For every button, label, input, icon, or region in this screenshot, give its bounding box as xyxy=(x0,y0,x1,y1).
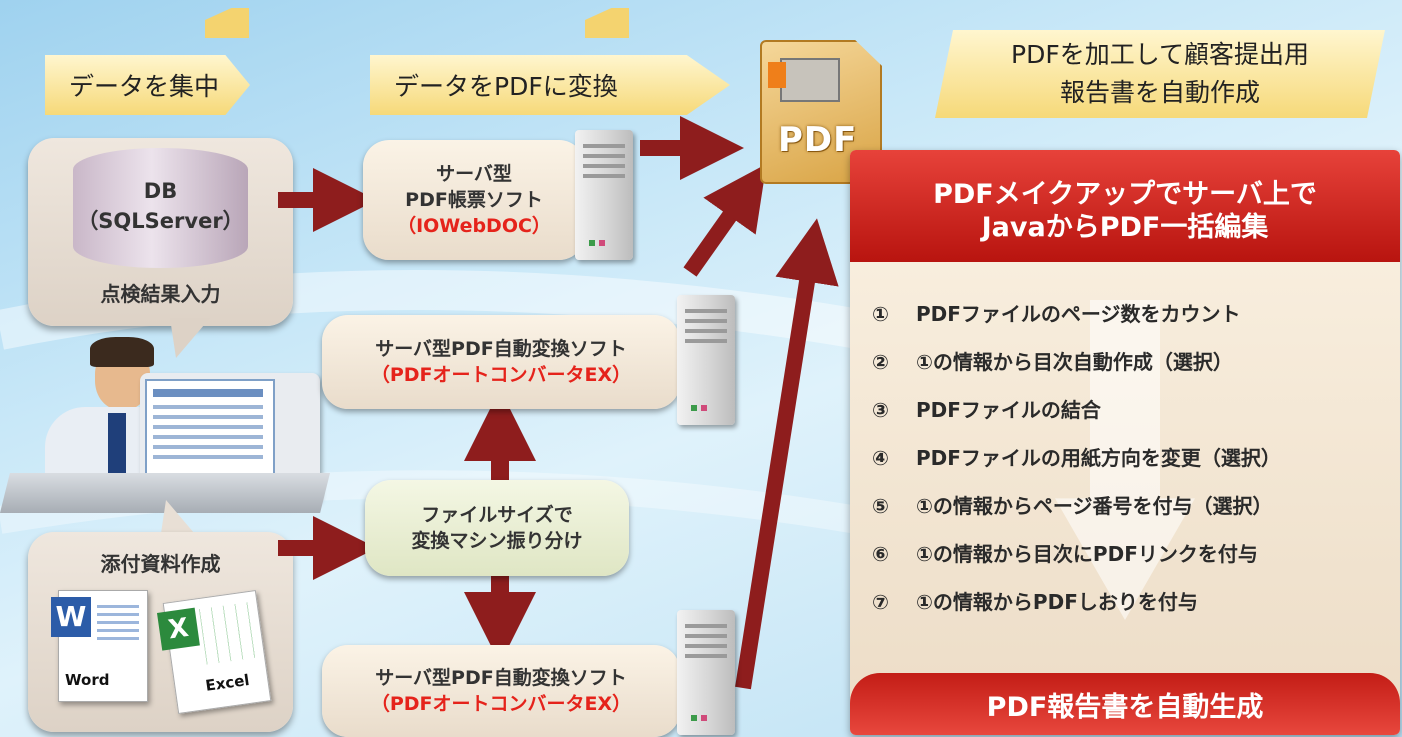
server-mid-product: （PDFオートコンバータEX） xyxy=(370,364,632,386)
step-text: ①の情報からページ番号を付与（選択） xyxy=(916,494,1273,518)
step-item: ⑥ ①の情報から目次にPDFリンクを付与 xyxy=(872,538,1258,567)
step-number: ⑥ xyxy=(872,542,889,566)
db-cylinder-icon xyxy=(73,148,248,268)
step-item: ④ PDFファイルの用紙方向を変更（選択） xyxy=(872,442,1281,471)
step-text: PDFファイルのページ数をカウント xyxy=(916,302,1241,326)
banner-convert-label: データをPDFに変換 xyxy=(394,72,618,101)
step-item: ⑤ ①の情報からページ番号を付与（選択） xyxy=(872,490,1273,519)
server-bot-product: （PDFオートコンバータEX） xyxy=(370,693,632,715)
banner-process-line2: 報告書を自動作成 xyxy=(1059,78,1260,107)
step-number: ② xyxy=(872,350,889,374)
server-pdf-form-box: サーバ型 PDF帳票ソフト （IOWebDOC） xyxy=(363,140,585,260)
person-tie xyxy=(108,413,126,483)
db-caption: 点検結果入力 xyxy=(100,282,221,306)
step-item: ② ①の情報から目次自動作成（選択） xyxy=(872,346,1233,375)
step-text: ①の情報から目次自動作成（選択） xyxy=(916,350,1233,374)
server-top-line2: PDF帳票ソフト xyxy=(405,189,543,211)
panel-title-line2: JavaからPDF一括編集 xyxy=(981,212,1269,243)
panel-footer: PDF報告書を自動生成 xyxy=(850,673,1400,735)
step-number: ⑤ xyxy=(872,494,889,518)
server-top-line1: サーバ型 xyxy=(436,163,512,185)
distribute-line2: 変換マシン振り分け xyxy=(411,530,583,552)
server-top-product: （IOWebDOC） xyxy=(397,215,551,237)
arrow-mid-to-pdf xyxy=(683,163,767,277)
step-text: PDFファイルの結合 xyxy=(916,398,1101,422)
distribute-box: ファイルサイズで 変換マシン振り分け xyxy=(365,480,629,576)
server-bot-line1: サーバ型PDF自動変換ソフト xyxy=(375,667,627,689)
pdf-icon-label: PDF xyxy=(778,120,858,160)
desk xyxy=(0,473,330,513)
server-mid-line1: サーバ型PDF自動変換ソフト xyxy=(375,338,627,360)
person-hair xyxy=(90,337,154,367)
banner-process: PDFを加工して顧客提出用 報告書を自動作成 xyxy=(935,30,1385,118)
banner-collect-label: データを集中 xyxy=(69,72,220,101)
person-at-computer-illustration xyxy=(0,335,330,513)
banner-convert: データをPDFに変換 xyxy=(370,55,730,115)
db-text: DB （SQLServer） xyxy=(73,176,248,236)
step-text: ①の情報から目次にPDFリンクを付与 xyxy=(916,542,1258,566)
step-text: ①の情報からPDFしおりを付与 xyxy=(916,590,1198,614)
attach-bubble: 添付資料作成 W Word X Excel xyxy=(28,532,293,732)
server-icon xyxy=(677,295,735,425)
step-number: ④ xyxy=(872,446,889,470)
panel-footer-label: PDF報告書を自動生成 xyxy=(986,691,1264,723)
step-item: ① PDFファイルのページ数をカウント xyxy=(872,298,1241,327)
banner-collect: データを集中 xyxy=(45,55,250,115)
step-item: ③ PDFファイルの結合 xyxy=(872,394,1101,423)
step-number: ① xyxy=(872,302,889,326)
server-auto-convert-box-2: サーバ型PDF自動変換ソフト （PDFオートコンバータEX） xyxy=(322,645,680,737)
pdf-file-icon: PDF xyxy=(760,40,882,184)
panel-title: PDFメイクアップでサーバ上で JavaからPDF一括編集 xyxy=(850,150,1400,262)
makeup-panel: PDFメイクアップでサーバ上で JavaからPDF一括編集 ① PDFファイルのペ… xyxy=(850,150,1400,735)
attach-caption: 添付資料作成 xyxy=(100,552,221,576)
db-bubble: DB （SQLServer） 点検結果入力 xyxy=(28,138,293,326)
word-doc-icon: W Word xyxy=(51,590,148,702)
db-sub-label: （SQLServer） xyxy=(77,209,244,233)
banner-process-line1: PDFを加工して顧客提出用 xyxy=(1011,40,1309,69)
panel-title-line1: PDFメイクアップでサーバ上で xyxy=(933,179,1317,210)
step-item: ⑦ ①の情報からPDFしおりを付与 xyxy=(872,586,1198,615)
server-icon xyxy=(575,130,633,260)
server-icon xyxy=(677,610,735,735)
arrow-bottom-to-pdf xyxy=(735,218,839,690)
step-text: PDFファイルの用紙方向を変更（選択） xyxy=(916,446,1281,470)
step-number: ⑦ xyxy=(872,590,889,614)
word-label: Word xyxy=(65,671,110,689)
step-number: ③ xyxy=(872,398,889,422)
db-label: DB xyxy=(143,179,178,203)
server-auto-convert-box-1: サーバ型PDF自動変換ソフト （PDFオートコンバータEX） xyxy=(322,315,680,409)
distribute-line1: ファイルサイズで xyxy=(421,504,573,526)
